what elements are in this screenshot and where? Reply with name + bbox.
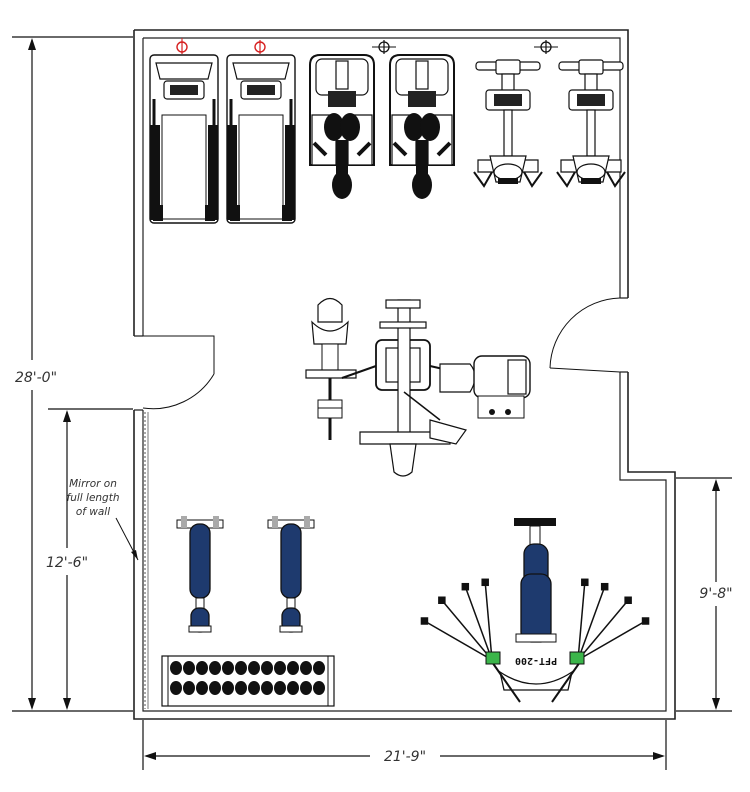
note-line-1: Mirror on (69, 478, 117, 490)
dumbbell (313, 661, 325, 675)
dumbbell (248, 681, 260, 695)
multi-station-gym-icon (305, 297, 531, 477)
equipment-label: PFT-200 (515, 655, 557, 666)
dumbbell (261, 661, 273, 675)
cable-arm (577, 586, 606, 661)
cable-arm (577, 620, 646, 661)
dimension-right-length: 9'-8" (676, 477, 733, 712)
dumbbell (222, 661, 234, 675)
dumbbell (170, 681, 182, 695)
dumbbell (287, 661, 299, 675)
bench-icon (176, 515, 224, 633)
upright-bike-icon (556, 59, 626, 187)
dumbbell (183, 681, 195, 695)
right-door (549, 297, 621, 373)
cable-handle (438, 596, 446, 604)
cable-arm (484, 582, 493, 661)
treadmill-icon (225, 53, 297, 225)
dumbbell (300, 661, 312, 675)
cable-arm (441, 599, 493, 661)
mirror-note: Mirror on full length of wall (67, 478, 139, 561)
cable-handle (461, 582, 470, 591)
dumbbell (261, 681, 273, 695)
dumbbell (183, 661, 195, 675)
cable-arm (464, 586, 493, 661)
outlet-icon (254, 40, 266, 54)
dumbbell (196, 661, 208, 675)
elliptical-icon (308, 53, 376, 201)
dumbbell (222, 681, 234, 695)
cable-handle (624, 596, 632, 604)
dumbbell (313, 681, 325, 695)
functional-trainer-icon: PFT-200 (420, 518, 650, 703)
cable-handle (641, 617, 650, 625)
cable-arm (577, 582, 586, 661)
dumbbell (235, 661, 247, 675)
mirror-wall (144, 412, 149, 709)
cable-handle (420, 617, 429, 625)
cable-arm (424, 620, 493, 661)
cable-arm (577, 599, 629, 661)
room-walls (133, 29, 676, 720)
dim-label-lower: 12'-6" (46, 555, 88, 571)
dumbbell (209, 661, 221, 675)
dumbbell (300, 681, 312, 695)
elliptical-icon (388, 53, 456, 201)
dumbbell (170, 661, 182, 675)
dumbbell (196, 681, 208, 695)
dumbbell-rack-icon (161, 655, 335, 707)
dim-label-width: 21'-9" (384, 749, 426, 765)
note-line-2: full length (67, 492, 120, 504)
cable-handle (600, 582, 609, 591)
dumbbell (235, 681, 247, 695)
outlet-icon (372, 40, 396, 54)
bench-icon (267, 515, 315, 633)
left-door (142, 335, 215, 410)
dim-label-total: 28'-0" (15, 370, 57, 386)
upright-bike-icon (473, 59, 543, 187)
dim-label-right: 9'-8" (699, 586, 732, 602)
dumbbell (287, 681, 299, 695)
cable-handle (481, 578, 489, 587)
dumbbell (274, 661, 286, 675)
outlet-icon (534, 40, 558, 54)
dimension-width: 21'-9" (142, 720, 667, 770)
outlet-icon (176, 38, 188, 54)
note-line-3: of wall (76, 506, 110, 518)
dimension-total-length: 28'-0" (12, 36, 133, 712)
dumbbell (248, 661, 260, 675)
treadmill-icon (148, 53, 220, 225)
dimension-lower-length: 12'-6" (46, 408, 133, 710)
dumbbell (209, 681, 221, 695)
dumbbell (274, 681, 286, 695)
cable-handle (581, 578, 589, 587)
